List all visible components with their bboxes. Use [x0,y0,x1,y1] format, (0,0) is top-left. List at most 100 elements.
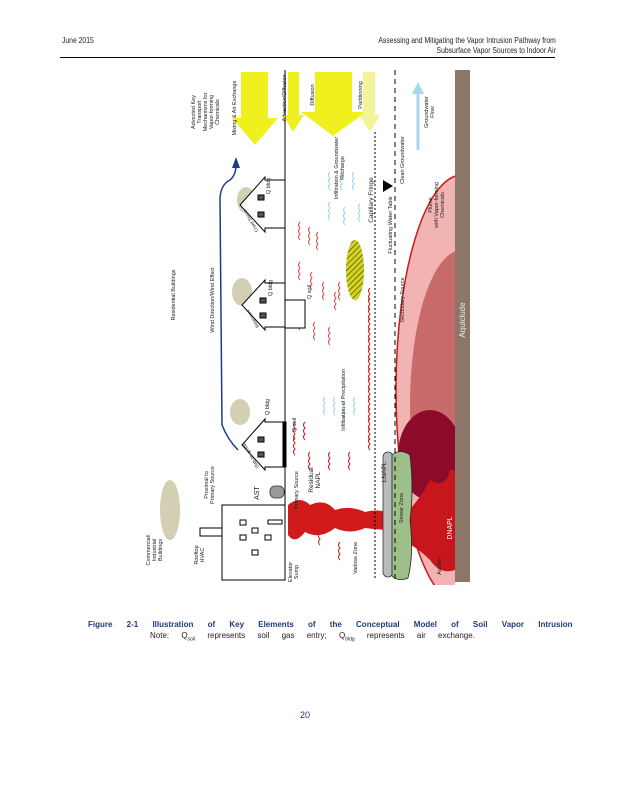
label-q-bldg-2: Q bldg [268,280,274,296]
label-advection: Advection/Diffusion [282,75,288,122]
smear-zone [391,451,413,580]
vapor-migration-arrow [368,367,371,381]
vapor-migration-arrow [368,317,371,331]
vapor-migration-arrow [308,451,311,471]
label-q-bldg-3: Q bldg [266,178,272,194]
vapor-migration-arrow [368,387,371,401]
vapor-migration-arrow [328,451,331,471]
house-slab-on-grade [241,417,287,472]
note-q2-sub: bldg [345,636,355,643]
note-q1: Q [181,631,188,640]
vapor-migration-arrow [293,436,296,456]
vapor-migration-arrow [368,437,371,451]
vapor-migration-arrow [298,261,301,281]
vapor-migration-arrow [368,407,371,421]
label-residual: ResidualNAPL [308,467,322,493]
header-date: June 2015 [62,36,94,45]
vapor-migration-arrow [313,321,316,341]
note-q1-sub: soil [187,636,196,643]
label-smear: Smear Zone [399,493,405,523]
vapor-migration-arrow [322,281,325,301]
cloud-icon [160,480,180,540]
vapor-migration-arrow [334,291,337,311]
label-commercial: Commercial/IndustrialBuildings [146,534,164,565]
label-primary: Primary Source [294,471,300,509]
header-title-line1: Assessing and Mitigating the Vapor Intru… [378,36,556,45]
label-clean-gw: Clean Groundwater [400,136,406,184]
infiltration-arrow [343,206,346,226]
label-lnapl: LNAPL [381,461,388,482]
label-plume: Plumewith Vapor-formingChemicals [428,182,446,229]
label-sump: ElevatorSump [288,562,300,582]
header-rule [60,57,555,58]
label-infiltration-recharge: Infiltration & GroundwaterRecharge [334,137,346,200]
wind-direction-line [219,164,239,451]
label-capillary: Capillary Fringe [368,177,375,223]
page-number: 20 [300,710,311,720]
water-table-icon [383,180,393,192]
advection-arrow [283,72,304,132]
vapor-migration-arrow [368,427,371,441]
commercial-building [199,504,286,581]
vapor-migration-arrow [303,421,306,441]
mechanisms-title: Advected KeyTransportMechanisms forVapor… [191,92,221,131]
infiltration-arrow [343,401,346,421]
note-q1-text: represents soil gas entry; [207,631,327,640]
dnapl-pool [400,470,455,572]
infiltration-arrow [328,171,331,191]
infiltration-arrow [333,396,336,416]
vapor-migration-arrow [298,221,301,241]
vapor-migration-arrow [368,417,371,431]
diffusion-arrow [301,72,366,136]
label-ast: AST [254,485,261,499]
infiltration-arrow [323,396,326,416]
note-prefix: Note: [150,631,170,640]
infiltration-arrow [358,203,361,223]
label-water-table: Fluctuating Water Table [388,196,394,253]
vapor-migration-arrow [368,327,371,341]
vapor-migration-arrow [368,307,371,321]
label-vadose: Vadose Zone [353,542,359,574]
label-wind: Wind Direction/Wind Effect [210,267,216,333]
label-dnapl: DNAPL [447,516,454,539]
label-q-soil-2: Q soil [307,285,313,299]
ast-tank [269,485,285,499]
vapor-migration-arrow [368,397,371,411]
label-aquiclude: Aquiclude [458,302,467,338]
label-secondary: Secondary Source [400,277,406,322]
house-crawl-space [239,175,286,234]
vapor-migration-arrow [368,297,371,311]
label-diffusion: Diffusion [310,84,316,105]
cloud-icon [230,399,250,425]
note-q2-text: represents air exchange. [366,631,475,640]
primary-source-plume [288,500,395,540]
vapor-migration-arrow [338,281,341,301]
note-q2: Q [338,631,346,640]
label-mixing: Mixing & Air Exchange [232,80,238,135]
vapor-migration-arrow [368,377,371,391]
label-q-bldg-1: Q bldg [265,399,271,415]
vapor-migration-arrow [368,357,371,371]
wind-arrowhead [232,157,240,168]
header-title: Assessing and Mitigating the Vapor Intru… [378,36,556,56]
vapor-migration-arrow [308,226,311,246]
vapor-migration-arrow [348,451,351,471]
label-partitioning: Partitioning [358,81,364,109]
perched-lens [346,240,364,300]
vapor-migration-arrow [316,231,319,251]
vapor-migration-arrow [310,271,313,291]
vapor-migration-arrow [338,541,341,561]
vapor-migration-arrow [328,326,331,346]
label-proximal: Proximal toPrimary Source [204,466,216,504]
partitioning-arrow [359,72,380,132]
label-residential: Residential Buildings [171,269,177,320]
infiltration-arrow [328,201,331,221]
infiltration-arrow [340,171,343,191]
vapor-migration-arrow [368,337,371,351]
house-basement [241,278,306,332]
vapor-migration-arrow [368,347,371,361]
figure-note: Note: Qsoil represents soil gas entry; Q… [150,631,475,643]
vapor-migration-arrow [293,421,296,441]
label-gw-flow: GroundwaterFlow [424,96,436,128]
